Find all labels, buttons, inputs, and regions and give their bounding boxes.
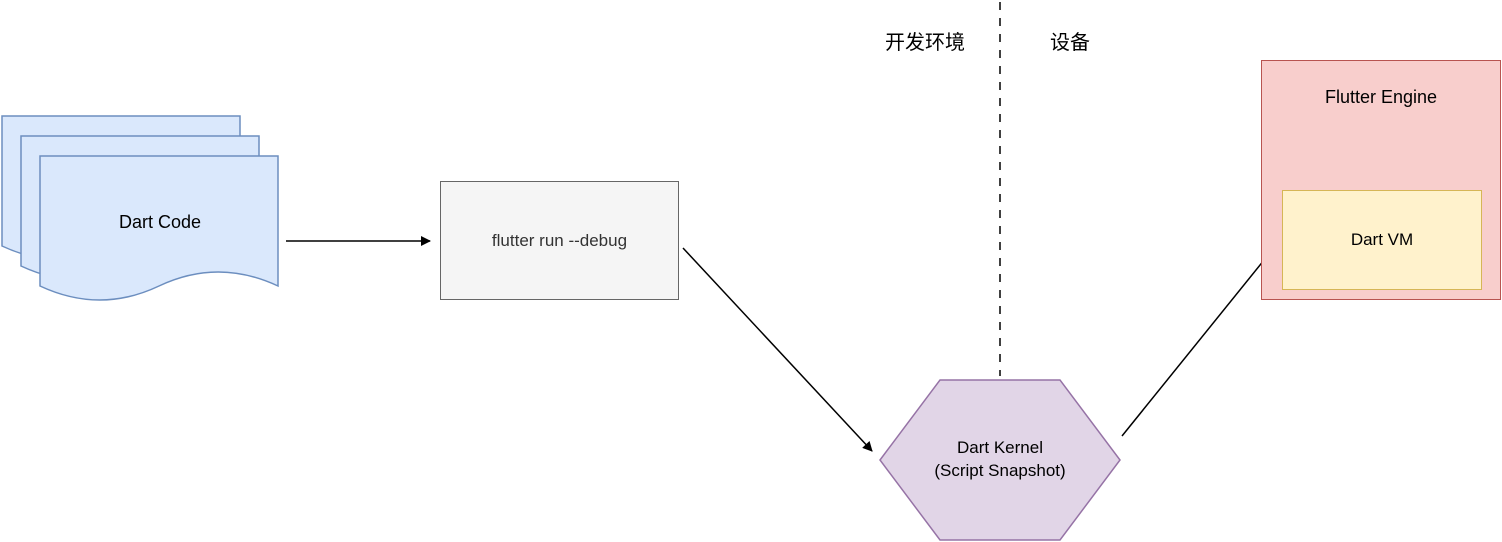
arrow-flutterrun-to-kernel bbox=[682, 247, 873, 452]
arrow-kernel-to-dartvm bbox=[1121, 243, 1278, 437]
flutter-run-debug-node: flutter run --debug bbox=[440, 181, 679, 300]
dart-kernel-label-line2: (Script Snapshot) bbox=[934, 461, 1066, 480]
dart-code-document-stack bbox=[1, 115, 279, 301]
dart-kernel-hexagon bbox=[879, 379, 1121, 541]
dev-environment-label: 开发环境 bbox=[885, 31, 965, 54]
document-front-icon bbox=[39, 155, 279, 301]
dart-kernel-label: Dart Kernel (Script Snapshot) bbox=[885, 434, 1115, 486]
dart-vm-label: Dart VM bbox=[1350, 230, 1414, 249]
dart-vm-node: Dart VM bbox=[1282, 190, 1482, 290]
device-label: 设备 bbox=[1050, 31, 1090, 54]
flutter-run-debug-label: flutter run --debug bbox=[491, 230, 628, 250]
flutter-engine-label: Flutter Engine bbox=[1324, 87, 1438, 107]
dart-kernel-label-line1: Dart Kernel bbox=[957, 438, 1043, 458]
dart-code-label: Dart Code bbox=[118, 211, 202, 232]
